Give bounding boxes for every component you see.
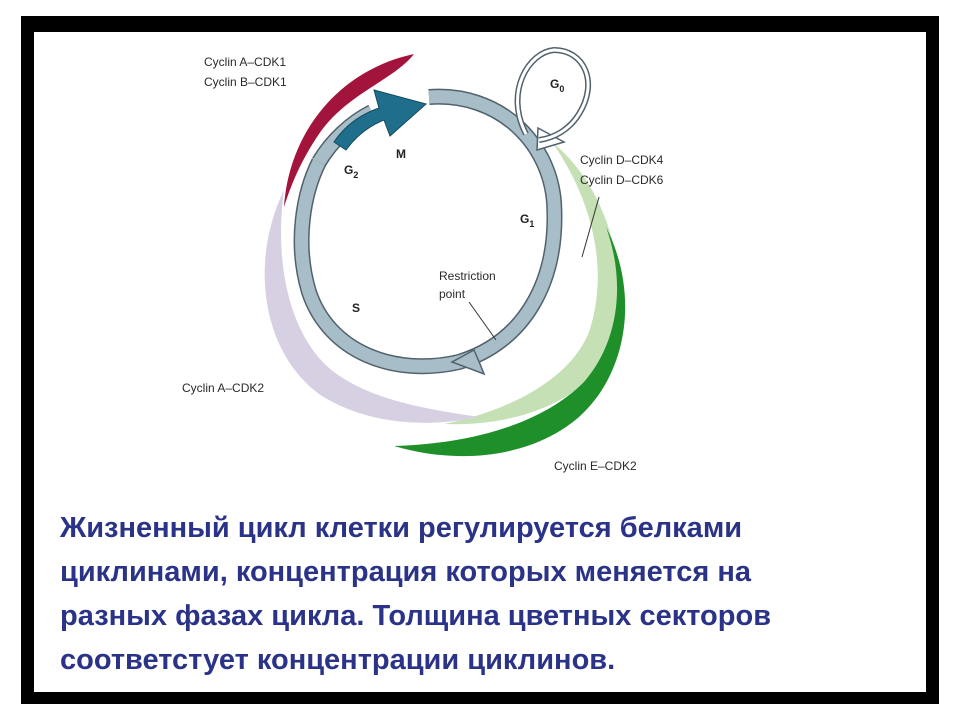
label-cyclin-a-cdk2: Cyclin A–CDK2 — [182, 381, 264, 395]
label-point: point — [439, 287, 466, 301]
caption-line-1: Жизненный цикл клетки регулируется белка… — [60, 512, 743, 544]
cyclin-d-leader — [581, 196, 600, 258]
caption-line-2: циклинами, концентрация которых меняется… — [60, 556, 751, 588]
cyclin-a-cdk2-band — [264, 190, 479, 423]
restriction-leader — [468, 301, 497, 341]
label-cyclin-a-cdk1: Cyclin A–CDK1 — [204, 55, 286, 69]
phase-g1: G1 — [520, 212, 534, 229]
slide-panel: Cyclin A–CDK1 Cyclin B–CDK1 Cyclin D–CDK… — [34, 32, 926, 692]
caption-text: Жизненный цикл клетки регулируется белка… — [60, 506, 910, 682]
phase-g2: G2 — [344, 163, 358, 180]
phase-g0: G0 — [550, 77, 564, 94]
label-cyclin-b-cdk1: Cyclin B–CDK1 — [204, 75, 287, 89]
label-restriction: Restriction — [439, 269, 496, 283]
phase-s: S — [352, 301, 360, 315]
cyclin-e-band — [394, 227, 626, 457]
label-cyclin-d-cdk6: Cyclin D–CDK6 — [580, 173, 664, 187]
cell-cycle-diagram: Cyclin A–CDK1 Cyclin B–CDK1 Cyclin D–CDK… — [182, 46, 664, 473]
m-phase-arrow — [333, 89, 428, 151]
cyclin-b-cdk1-band — [284, 54, 414, 207]
caption-line-4: соответстует концентрации циклинов. — [60, 644, 616, 676]
label-cyclin-d-cdk4: Cyclin D–CDK4 — [580, 153, 664, 167]
restriction-point-arrow — [450, 348, 486, 376]
phase-m: M — [396, 147, 406, 161]
label-cyclin-e-cdk2: Cyclin E–CDK2 — [554, 459, 637, 473]
caption-line-3: разных фазах цикла. Толщина цветных сект… — [60, 600, 772, 632]
